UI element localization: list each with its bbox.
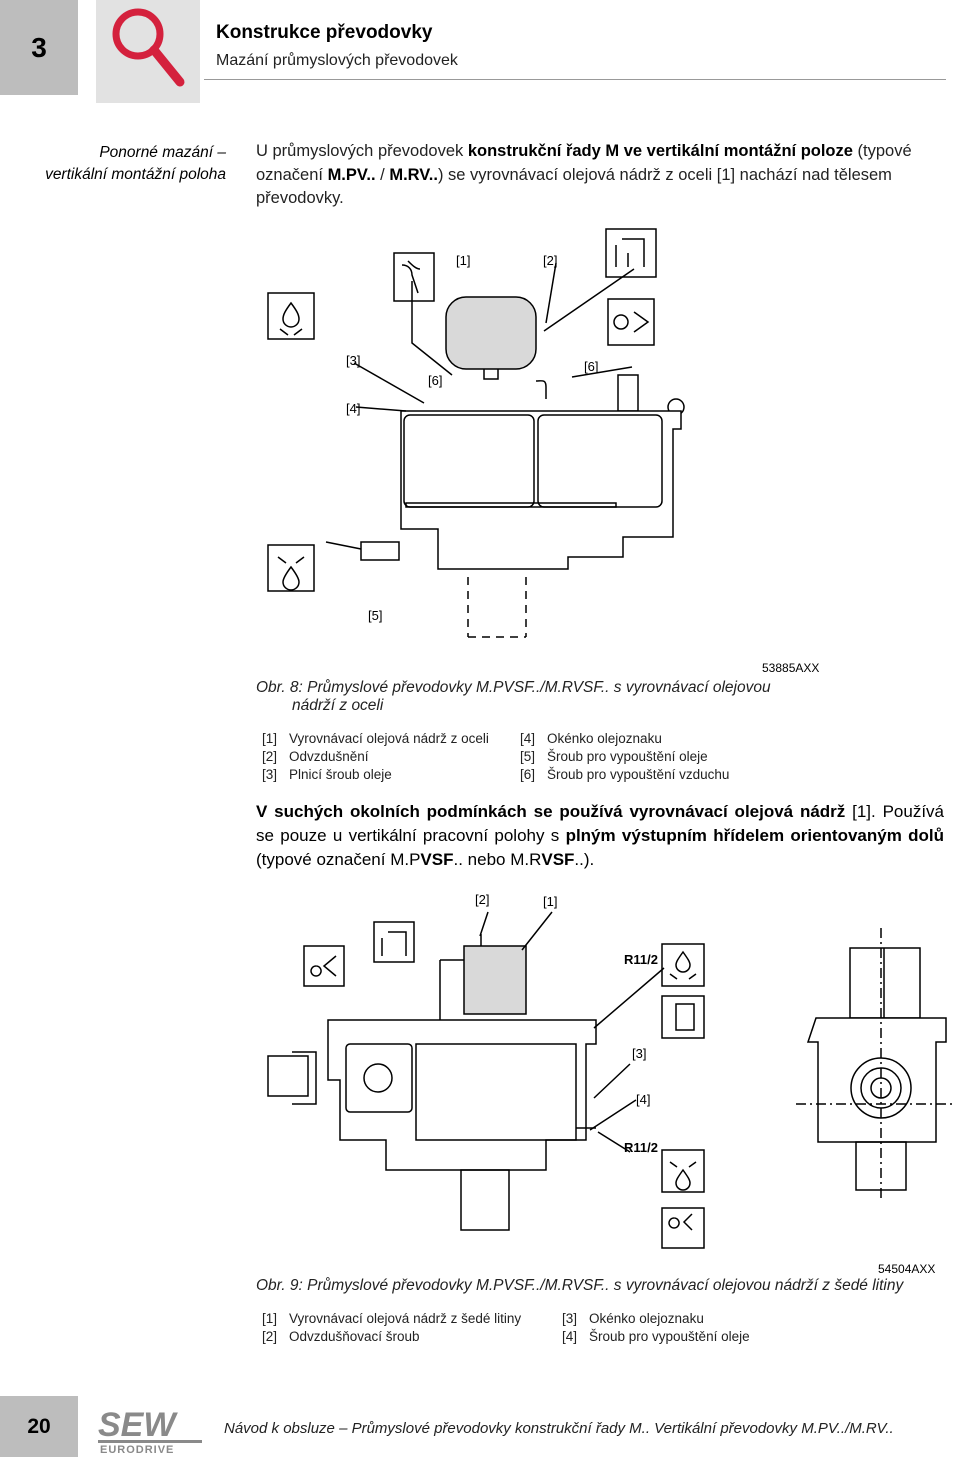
paragraph-dry-conditions: V suchých okolních podmínkách se používá… — [256, 802, 945, 869]
figure-2-legend-left: [1]Vyrovnávací olejová nádrž z šedé liti… — [262, 1311, 522, 1344]
figure-1-legend-right: [4]Okénko olejoznaku [5]Šroub pro vypouš… — [520, 731, 730, 782]
magnifier-icon — [112, 8, 185, 87]
fig1-callout-6b: [6] — [584, 359, 598, 374]
drain-symbol-icon-2 — [661, 1149, 705, 1193]
figure-2-id: 54504AXX — [878, 1262, 936, 1276]
figure-1-legend-left: [1]Vyrovnávací olejová nádrž z oceli [2]… — [262, 731, 489, 782]
chapter-number: 3 — [0, 0, 78, 95]
fig2-thread-label-top: R11/2 — [624, 952, 658, 967]
svg-text:EURODRIVE: EURODRIVE — [100, 1444, 174, 1454]
figure-1-drawing: [1] [2] [3] [4] [5] [6] [6] — [267, 228, 685, 638]
vent-symbol-icon — [605, 228, 657, 278]
oil-level-symbol-icon-2 — [661, 995, 705, 1039]
intro-paragraph: U průmyslových převodovek konstrukční řa… — [256, 142, 912, 207]
page-subtitle: Mazání průmyslových převodovek — [216, 52, 458, 69]
fig2-callout-2: [2] — [475, 892, 489, 907]
figure-1-caption-line2: nádrží z oceli — [292, 697, 384, 714]
figure-1-id: 53885AXX — [762, 661, 820, 675]
sight-symbol-icon-3 — [661, 1207, 705, 1249]
page-title: Konstrukce převodovky — [216, 22, 433, 43]
fig1-callout-1: [1] — [456, 253, 470, 268]
page-number: 20 — [0, 1396, 78, 1457]
fig2-thread-label-bottom: R11/2 — [624, 1140, 658, 1155]
fill-symbol-icon — [267, 292, 315, 340]
fig1-callout-2: [2] — [543, 253, 557, 268]
footer-text: Návod k obsluze – Průmyslové převodovky … — [224, 1420, 894, 1437]
svg-text:SEW: SEW — [98, 1406, 178, 1444]
vent-symbol-icon-2 — [373, 921, 415, 963]
header-title-bar: Konstrukce převodovky Mazání průmyslovýc… — [204, 14, 946, 80]
figure-2-drawing: [2] [1] [3] [4] R11/2 R11/2 — [267, 892, 956, 1249]
magnifier-icon-box — [96, 0, 200, 103]
fig1-callout-5: [5] — [368, 608, 382, 623]
drain-symbol-icon — [267, 544, 315, 592]
fill-symbol-icon-2 — [661, 943, 705, 987]
fig1-callout-4: [4] — [346, 401, 360, 416]
fig2-callout-3: [3] — [632, 1046, 646, 1061]
figure-2-caption: Obr. 9: Průmyslové převodovky M.PVSF../M… — [256, 1277, 904, 1294]
figure-1-caption-line1: Obr. 8: Průmyslové převodovky M.PVSF../M… — [256, 679, 771, 696]
figure-2-legend-right: [3]Okénko olejoznaku [4]Šroub pro vypouš… — [562, 1311, 750, 1344]
fig1-callout-6a: [6] — [428, 373, 442, 388]
vent-hand-icon — [393, 252, 435, 302]
fig2-callout-4: [4] — [636, 1092, 650, 1107]
sight-glass-symbol-icon — [607, 298, 655, 346]
section-side-label: Ponorné mazání – vertikální montážní pol… — [45, 144, 226, 183]
sight-symbol-icon-2 — [303, 945, 345, 987]
fig1-callout-3: [3] — [346, 353, 360, 368]
fig2-callout-1: [1] — [543, 894, 557, 909]
sew-eurodrive-logo: SEW EURODRIVE — [98, 1406, 202, 1454]
